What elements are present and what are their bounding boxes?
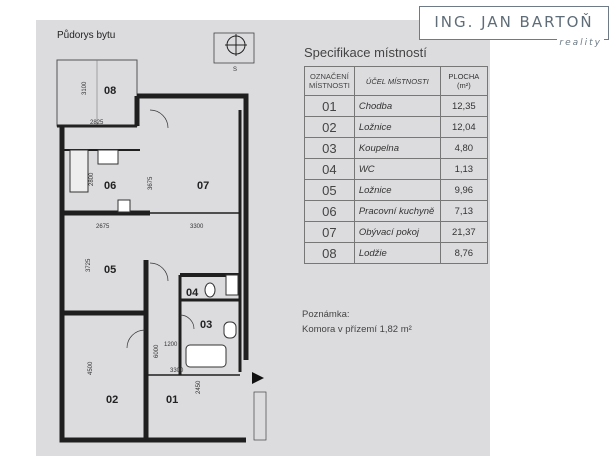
room-label-02: 02: [106, 394, 118, 406]
dim-label: 3725: [86, 258, 92, 272]
entrance-arrow-icon: [252, 372, 264, 384]
brand-subtitle: reality: [557, 38, 604, 48]
compass-label: S: [233, 67, 237, 73]
note-label: Poznámka:: [302, 309, 350, 320]
room-id: 05: [304, 179, 355, 201]
room-label-08: 08: [104, 85, 116, 97]
room-label-05: 05: [104, 264, 116, 276]
table-row: 01 Chodba 12,35: [304, 95, 488, 117]
room-purpose: Pracovní kuchyně: [353, 200, 441, 222]
table-row: 03 Koupelna 4,80: [304, 137, 488, 159]
room-id: 08: [304, 242, 355, 264]
room-id: 04: [304, 158, 355, 180]
table-row: 05 Ložnice 9,96: [304, 179, 488, 201]
room-area: 7,13: [439, 200, 488, 222]
table-row: 06 Pracovní kuchyně 7,13: [304, 200, 488, 222]
spec-title: Specifikace místností: [304, 45, 427, 60]
dim-label: 6000: [154, 344, 160, 358]
table-row: 07 Obývací pokoj 21,37: [304, 221, 488, 243]
room-id: 07: [304, 221, 355, 243]
room-area: 8,76: [439, 242, 488, 264]
room-id: 03: [304, 137, 355, 159]
room-area: 9,96: [439, 179, 488, 201]
room-purpose: Ložnice: [353, 179, 441, 201]
dim-label: 3675: [148, 176, 154, 190]
room-id: 01: [304, 95, 355, 117]
room-purpose: Lodžie: [353, 242, 441, 264]
brand-logo: ING. JAN BARTOŇ reality: [419, 6, 609, 48]
room-area: 12,35: [439, 95, 488, 117]
dim-label: 2825: [90, 120, 104, 126]
dim-label: 3300: [170, 368, 184, 374]
room-area: 21,37: [439, 221, 488, 243]
table-row: 02 Ložnice 12,04: [304, 116, 488, 138]
room-area: 4,80: [439, 137, 488, 159]
room-purpose: Koupelna: [353, 137, 441, 159]
table-header-row: OZNAČENÍ MÍSTNOSTI ÚČEL MÍSTNOSTI PLOCHA…: [304, 66, 488, 96]
room-purpose: Ložnice: [353, 116, 441, 138]
dim-label: 1200: [164, 342, 178, 348]
room-label-04: 04: [186, 287, 199, 299]
room-purpose: WC: [353, 158, 441, 180]
column-header-area: PLOCHA (m²): [439, 66, 488, 96]
dim-label: 4500: [88, 361, 94, 375]
dim-label: 2800: [89, 172, 95, 186]
room-specification-table: OZNAČENÍ MÍSTNOSTI ÚČEL MÍSTNOSTI PLOCHA…: [304, 66, 488, 264]
room-label-03: 03: [200, 319, 212, 331]
room-label-01: 01: [166, 394, 178, 406]
room-label-07: 07: [197, 180, 209, 192]
dim-label: 2675: [96, 224, 110, 230]
room-purpose: Chodba: [353, 95, 441, 117]
note-text: Komora v přízemí 1,82 m²: [302, 324, 412, 335]
dim-label: 2450: [196, 380, 202, 394]
room-label-06: 06: [104, 180, 116, 192]
column-header-purpose: ÚČEL MÍSTNOSTI: [353, 66, 441, 96]
dim-label: 3100: [82, 81, 88, 95]
dim-label: 3300: [190, 224, 204, 230]
brand-name: ING. JAN BARTOŇ: [434, 13, 594, 31]
room-id: 02: [304, 116, 355, 138]
compass-icon: S: [213, 32, 255, 73]
plan-title: Půdorys bytu: [57, 30, 116, 41]
column-header-id: OZNAČENÍ MÍSTNOSTI: [304, 66, 355, 96]
room-area: 1,13: [439, 158, 488, 180]
room-id: 06: [304, 200, 355, 222]
room-area: 12,04: [439, 116, 488, 138]
table-row: 08 Lodžie 8,76: [304, 242, 488, 264]
room-purpose: Obývací pokoj: [353, 221, 441, 243]
table-row: 04 WC 1,13: [304, 158, 488, 180]
